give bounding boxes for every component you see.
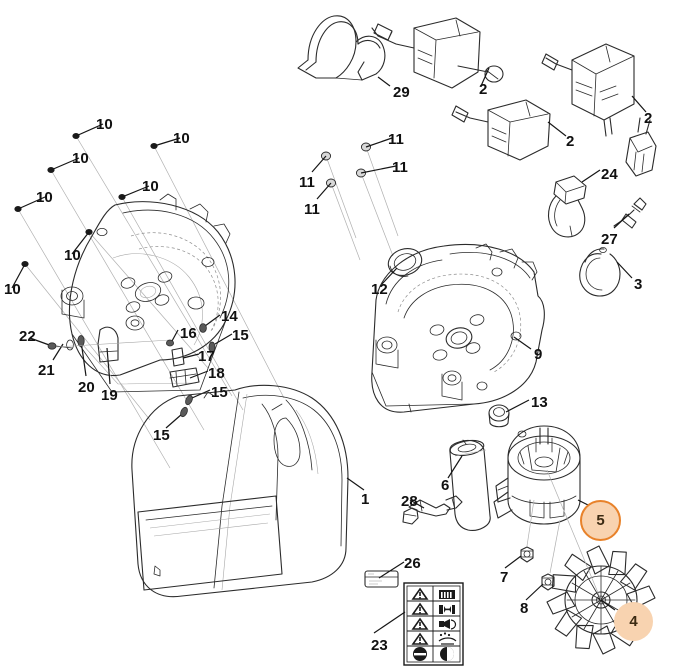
callout-label-15: 15 xyxy=(211,384,228,401)
fan-housing-upper xyxy=(60,193,236,393)
seal-ring-part-12 xyxy=(381,248,423,285)
callout-label-26: 26 xyxy=(404,555,421,572)
callout-label-11: 11 xyxy=(388,131,404,148)
callout-label-10: 10 xyxy=(72,150,89,167)
power-supply-b-part-2 xyxy=(451,99,567,161)
callout-label-2: 2 xyxy=(479,81,488,98)
highlight-badge-5-label: 5 xyxy=(596,512,605,529)
callout-label-17: 17 xyxy=(198,348,215,365)
callout-label-10: 10 xyxy=(4,281,21,298)
callout-label-10: 10 xyxy=(142,178,159,195)
retaining-ring-part-3 xyxy=(579,246,633,297)
callout-label-3: 3 xyxy=(634,276,643,293)
callout-label-11: 11 xyxy=(304,201,320,218)
capacitor-part-6 xyxy=(447,439,491,531)
callout-label-24: 24 xyxy=(601,166,618,183)
callout-label-15: 15 xyxy=(153,427,170,444)
callout-label-16: 16 xyxy=(180,325,197,342)
nut-part-8 xyxy=(525,519,561,601)
callout-label-10: 10 xyxy=(173,130,190,147)
power-supply-c-part-2 xyxy=(541,43,647,137)
power-supply-a-part-2 xyxy=(371,17,504,89)
callout-label-20: 20 xyxy=(78,379,95,396)
rating-plate-part-26 xyxy=(364,561,405,588)
callout-label-19: 19 xyxy=(101,387,118,404)
callout-label-6: 6 xyxy=(441,477,450,494)
callout-label-14: 14 xyxy=(221,308,238,325)
callout-label-29: 29 xyxy=(393,84,410,101)
callout-label-9: 9 xyxy=(534,346,543,363)
callout-label-10: 10 xyxy=(64,247,81,264)
motor-part-5 xyxy=(493,425,589,525)
callout-label-7: 7 xyxy=(500,569,509,586)
nut-part-7 xyxy=(504,499,535,569)
callout-label-1: 1 xyxy=(361,491,370,508)
callout-label-11: 11 xyxy=(392,159,408,176)
callout-label-27: 27 xyxy=(601,231,618,248)
mains-plug-detail xyxy=(625,117,657,177)
callout-label-23: 23 xyxy=(371,637,388,654)
cable-clamp-part-24 xyxy=(547,169,601,238)
fastener-group-11 xyxy=(311,137,399,261)
bushing-part-13 xyxy=(488,399,530,428)
highlight-badge-5[interactable]: 5 xyxy=(580,500,621,541)
callout-label-12: 12 xyxy=(371,281,388,298)
callout-label-18: 18 xyxy=(208,365,225,382)
callout-label-28: 28 xyxy=(401,493,418,510)
highlight-badge-4-label: 4 xyxy=(629,613,638,630)
callout-label-13: 13 xyxy=(531,394,548,411)
main-cover-part-1 xyxy=(131,384,365,598)
callout-label-22: 22 xyxy=(19,328,36,345)
cooling-fan-part-4 xyxy=(546,469,656,655)
callout-label-15: 15 xyxy=(232,327,249,344)
callout-label-10: 10 xyxy=(36,189,53,206)
callout-label-2: 2 xyxy=(644,110,653,127)
callout-label-11: 11 xyxy=(299,174,315,191)
callout-label-21: 21 xyxy=(38,362,55,379)
fastener-group-10 xyxy=(11,123,285,469)
small-fastener-group xyxy=(29,314,233,429)
safety-label-part-23 xyxy=(373,582,464,666)
callout-label-8: 8 xyxy=(520,600,529,617)
wrench-tool-part-28 xyxy=(402,495,463,525)
pin-tool-part-27 xyxy=(613,197,647,229)
gear-housing-part-9 xyxy=(371,243,545,413)
callout-label-10: 10 xyxy=(96,116,113,133)
wire-handle-part-29 xyxy=(297,15,391,87)
highlight-badge-4[interactable]: 4 xyxy=(614,602,653,641)
callout-label-2: 2 xyxy=(566,133,575,150)
